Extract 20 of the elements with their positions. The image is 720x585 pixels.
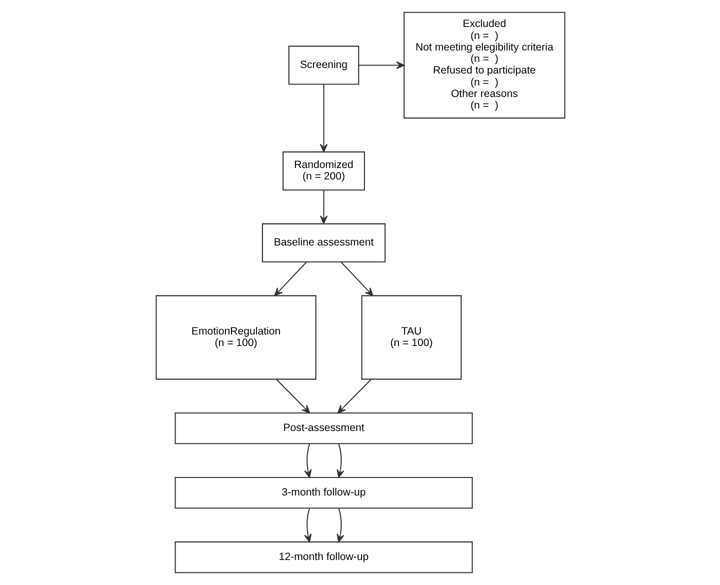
arrow xyxy=(274,262,306,296)
node-box: 3-month follow-up xyxy=(174,476,472,509)
arrow xyxy=(304,444,312,478)
node-box: Post-assessment xyxy=(174,412,472,444)
node-box: Screening xyxy=(288,46,359,85)
arrow xyxy=(340,262,373,296)
arrow xyxy=(319,84,328,152)
node-box: Randomized (n = 200) xyxy=(282,151,364,190)
arrow xyxy=(336,508,344,542)
node-box: 12-month follow-up xyxy=(174,541,472,574)
arrow xyxy=(336,378,372,414)
node-box: Excluded (n = ) Not meeting elegibility criteria (n = ) Refused to participate (n = ) Other reasons (n = ) xyxy=(403,12,565,119)
arrow xyxy=(336,444,344,478)
arrow xyxy=(358,61,404,70)
arrow xyxy=(319,190,328,224)
arrow xyxy=(304,508,312,542)
node-box: Baseline assessment xyxy=(261,223,386,262)
node-box: TAU (n = 100) xyxy=(360,295,462,380)
node-box: EmotionRegulation (n = 100) xyxy=(155,295,316,380)
arrow xyxy=(275,378,310,414)
